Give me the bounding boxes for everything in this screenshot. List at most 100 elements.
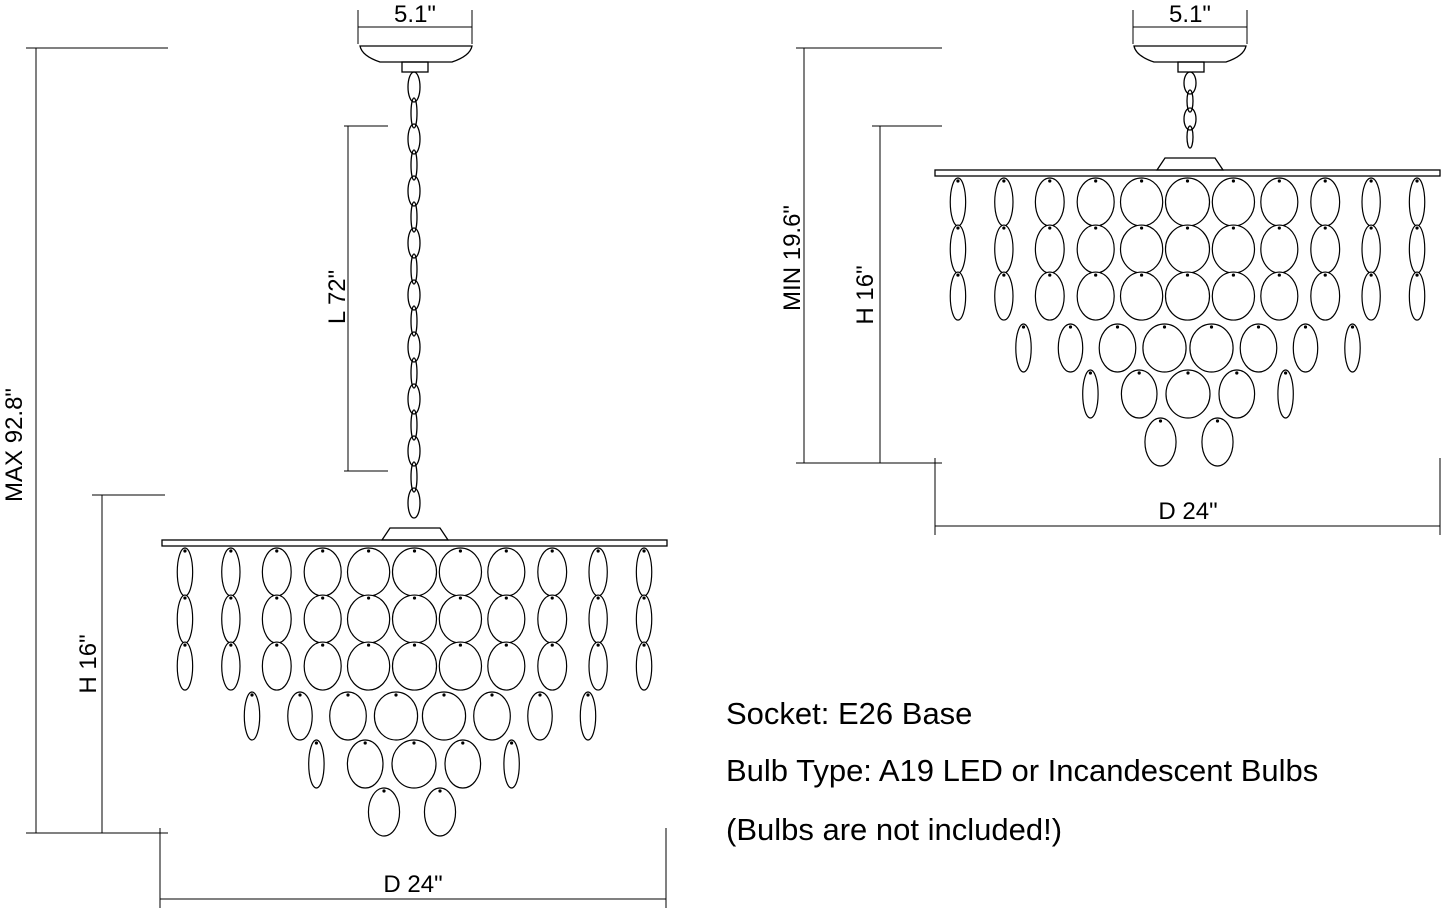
left-chain-length-label: L 72": [324, 270, 351, 324]
crystal-disc: [261, 547, 292, 597]
chain-link: [407, 279, 421, 311]
chain-link: [407, 175, 421, 207]
right-canopy-width-label: 5.1": [1169, 1, 1211, 28]
crystal-disc: [329, 691, 367, 741]
crystal-hook: [490, 693, 494, 697]
crystal-hook: [1235, 371, 1239, 375]
crystal-disc: [1260, 177, 1299, 227]
bulb-type-spec: Bulb Type: A19 LED or Incandescent Bulbs: [726, 753, 1318, 788]
crystal-disc: [308, 739, 325, 789]
crystal-hook: [1002, 273, 1006, 277]
left-canopy-dimension: 5.1": [357, 1, 473, 44]
crystal-hook: [1048, 273, 1052, 277]
crystal-hook: [510, 741, 514, 745]
crystal-disc: [1211, 224, 1256, 274]
crystal-disc: [503, 739, 520, 789]
chain-link: [407, 123, 421, 155]
crystal-hook: [1323, 273, 1327, 277]
crystal-disc: [1165, 369, 1211, 419]
left-fixture-body: [161, 527, 668, 837]
chain-link: [407, 71, 421, 103]
crystal-hook: [550, 549, 554, 553]
crystal-hook: [1186, 371, 1190, 375]
left-canopy: [359, 45, 473, 73]
crystal-hook: [596, 596, 600, 600]
crystal-hook: [442, 693, 446, 697]
crystal-disc: [487, 641, 526, 691]
crystal-disc: [1361, 177, 1381, 227]
crystal-disc: [1189, 323, 1234, 373]
chain-link: [407, 383, 421, 415]
crystal-hook: [1369, 226, 1373, 230]
crystal-hook: [458, 596, 463, 600]
crystal-disc: [1277, 369, 1294, 419]
crystal-disc: [176, 641, 194, 691]
crystal-hook: [412, 549, 417, 553]
crystal-disc: [303, 641, 342, 691]
crystal-disc: [1292, 323, 1319, 373]
left-body-height-label: H 16": [75, 634, 102, 693]
crystal-disc: [1082, 369, 1099, 419]
crystal-hook: [275, 643, 279, 647]
crystal-hook: [1158, 419, 1163, 423]
left-chain: [407, 71, 421, 519]
crystal-hook: [1303, 325, 1308, 329]
crystal-disc: [1076, 224, 1115, 274]
crystal-hook: [229, 643, 233, 647]
crystal-hook: [250, 693, 254, 697]
crystal-hook: [642, 596, 646, 600]
crystal-disc: [1239, 323, 1278, 373]
crystal-hook: [1284, 371, 1288, 375]
crystal-hook: [183, 549, 187, 553]
crystal-hook: [1021, 325, 1026, 329]
crystal-hook: [382, 789, 386, 793]
crystal-hook: [1094, 273, 1098, 277]
crystal-hook: [229, 596, 233, 600]
chain-link: [1183, 71, 1197, 95]
crystal-hook: [1139, 226, 1144, 230]
crystal-disc: [287, 691, 313, 741]
crystal-disc: [1361, 224, 1381, 274]
crystal-hook: [956, 273, 960, 277]
crystal-disc: [949, 271, 967, 321]
crystal-hook: [1048, 226, 1052, 230]
crystal-disc: [391, 594, 438, 644]
crystal-hook: [1068, 325, 1073, 329]
socket-spec: Socket: E26 Base: [726, 696, 972, 731]
crystal-disc: [1034, 224, 1065, 274]
crystal-hook: [504, 596, 508, 600]
crystal-hook: [504, 549, 508, 553]
crystal-disc: [421, 691, 467, 741]
crystal-hook: [1277, 273, 1281, 277]
crystal-disc: [438, 641, 483, 691]
crystal-disc: [579, 691, 597, 741]
crystal-disc: [588, 594, 608, 644]
chain-link: [410, 461, 418, 493]
crystal-hook: [458, 643, 463, 647]
left-crystal-tiers: [176, 547, 653, 837]
crystal-disc: [588, 547, 608, 597]
crystal-hook: [1094, 226, 1098, 230]
crystal-disc: [537, 641, 568, 691]
crystal-disc: [994, 224, 1014, 274]
crystal-hook: [1209, 325, 1214, 329]
crystal-hook: [1277, 226, 1281, 230]
left-max-dimension: MAX 92.8": [1, 47, 168, 834]
crystal-hook: [1415, 226, 1419, 230]
crystal-disc: [1057, 323, 1084, 373]
crystal-disc: [1076, 271, 1115, 321]
crystal-disc: [346, 547, 391, 597]
crystal-hook: [1215, 419, 1220, 423]
crystal-hook: [1162, 325, 1167, 329]
chain-link: [410, 201, 418, 233]
crystal-disc: [1164, 224, 1211, 274]
crystal-hook: [550, 596, 554, 600]
crystal-disc: [373, 691, 419, 741]
crystal-disc: [537, 547, 568, 597]
crystal-hook: [366, 549, 371, 553]
right-crystal-tiers: [949, 177, 1426, 467]
crystal-disc: [994, 271, 1014, 321]
crystal-hook: [275, 596, 279, 600]
crystal-disc: [367, 787, 401, 837]
